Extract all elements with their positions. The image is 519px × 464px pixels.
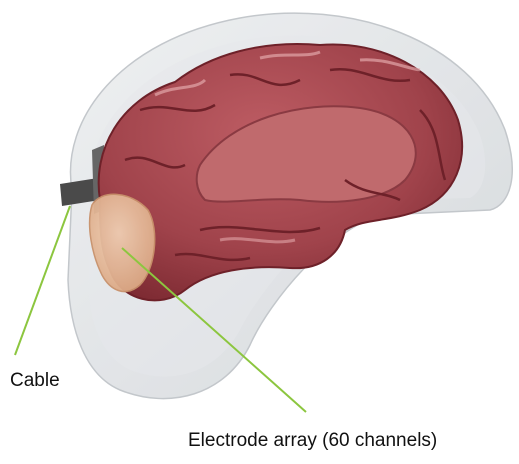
cable-pointer-line — [15, 206, 70, 355]
cable-label: Cable — [10, 371, 60, 390]
electrode-array-label: Electrode array (60 channels) — [188, 431, 437, 450]
